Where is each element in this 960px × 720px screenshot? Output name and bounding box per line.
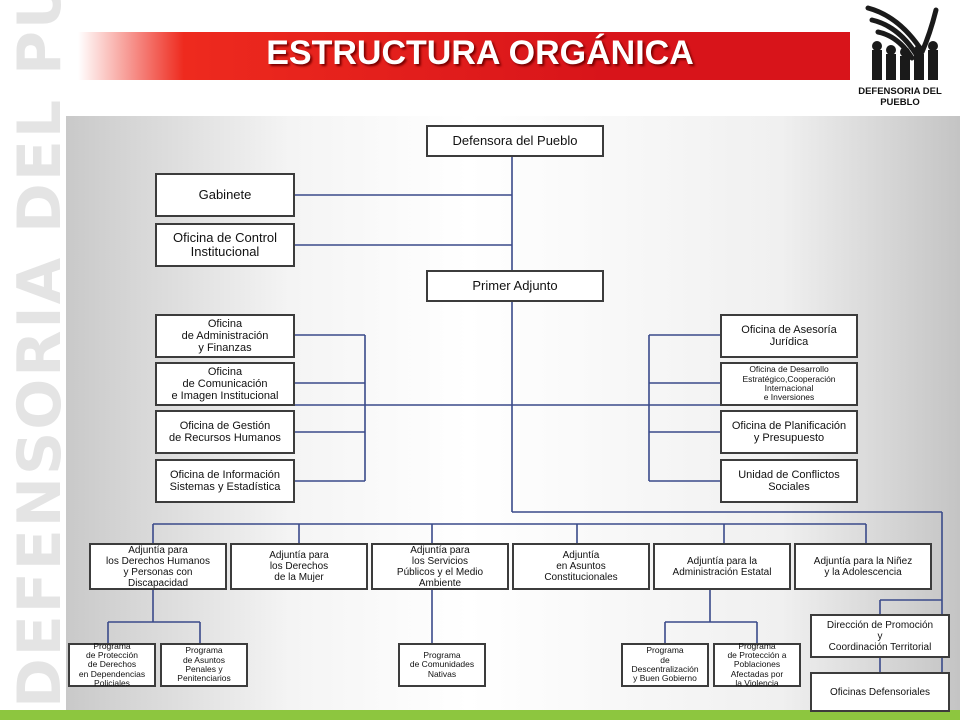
org-box-adjuntia-6: Adjuntía para la Niñez y la Adolescencia — [794, 543, 932, 590]
org-box-primer-adjunto: Primer Adjunto — [426, 270, 604, 302]
org-box-programa-1: Programa de Protección de Derechos en De… — [68, 641, 156, 688]
org-box-adjuntia-2: Adjuntía para los Derechos de la Mujer — [230, 543, 368, 590]
org-box-programa-2: Programa de Asuntos Penales y Penitencia… — [160, 643, 248, 687]
org-box-right-office-4: Unidad de Conflictos Sociales — [720, 459, 858, 503]
org-box-gabinete: Gabinete — [155, 173, 295, 217]
org-box-control-institucional: Oficina de Control Institucional — [155, 223, 295, 267]
org-box-left-office-2: Oficina de Comunicación e Imagen Institu… — [155, 362, 295, 406]
org-box-direccion-promocion: Dirección de Promoción y Coordinación Te… — [810, 614, 950, 658]
org-box-left-office-4: Oficina de Información Sistemas y Estadí… — [155, 459, 295, 503]
org-box-right-office-2: Oficina de Desarrollo Estratégico,Cooper… — [720, 362, 858, 406]
org-box-adjuntia-3: Adjuntía para los Servicios Públicos y e… — [371, 543, 509, 590]
footer-accent-bar — [0, 710, 960, 720]
org-box-right-office-1: Oficina de Asesoría Jurídica — [720, 314, 858, 358]
org-box-oficinas-defensoriales: Oficinas Defensoriales — [810, 672, 950, 712]
logo-caption: DEFENSORIA DEL PUEBLO — [858, 86, 942, 108]
org-box-left-office-3: Oficina de Gestión de Recursos Humanos — [155, 410, 295, 454]
org-box-programa-4: Programa de Descentralización y Buen Gob… — [621, 643, 709, 687]
org-box-left-office-1: Oficina de Administración y Finanzas — [155, 314, 295, 358]
org-box-right-office-3: Oficina de Planificación y Presupuesto — [720, 410, 858, 454]
page-title: ESTRUCTURA ORGÁNICA — [266, 34, 694, 72]
title-band — [78, 32, 960, 80]
org-box-programa-5: Programa de Protección a Poblaciones Afe… — [713, 641, 801, 688]
eagle-logo-icon — [865, 5, 939, 80]
logo — [850, 0, 960, 108]
org-box-adjuntia-1: Adjuntía para los Derechos Humanos y Per… — [89, 543, 227, 590]
org-box-adjuntia-5: Adjuntía para la Administración Estatal — [653, 543, 791, 590]
org-box-adjuntia-4: Adjuntía en Asuntos Constitucionales — [512, 543, 650, 590]
org-box-defensora: Defensora del Pueblo — [426, 125, 604, 157]
org-box-programa-3: Programa de Comunidades Nativas — [398, 643, 486, 687]
